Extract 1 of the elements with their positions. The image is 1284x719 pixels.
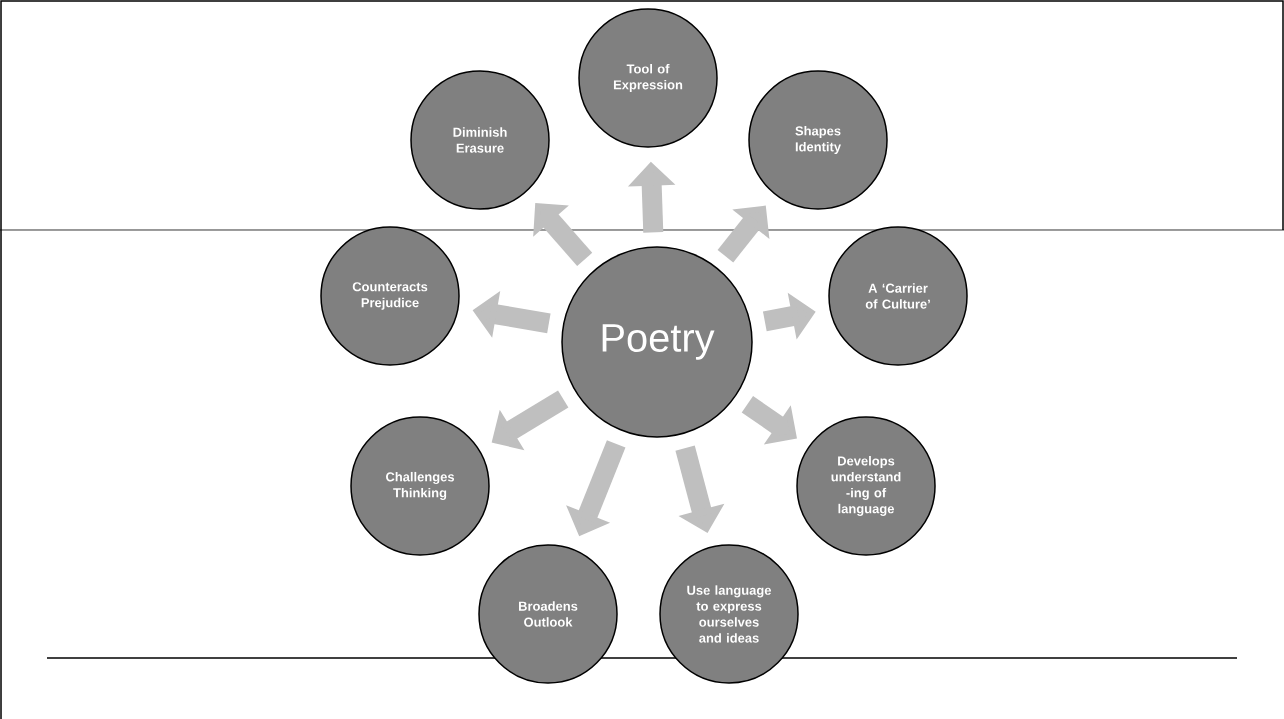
block-arrow [533, 203, 593, 267]
